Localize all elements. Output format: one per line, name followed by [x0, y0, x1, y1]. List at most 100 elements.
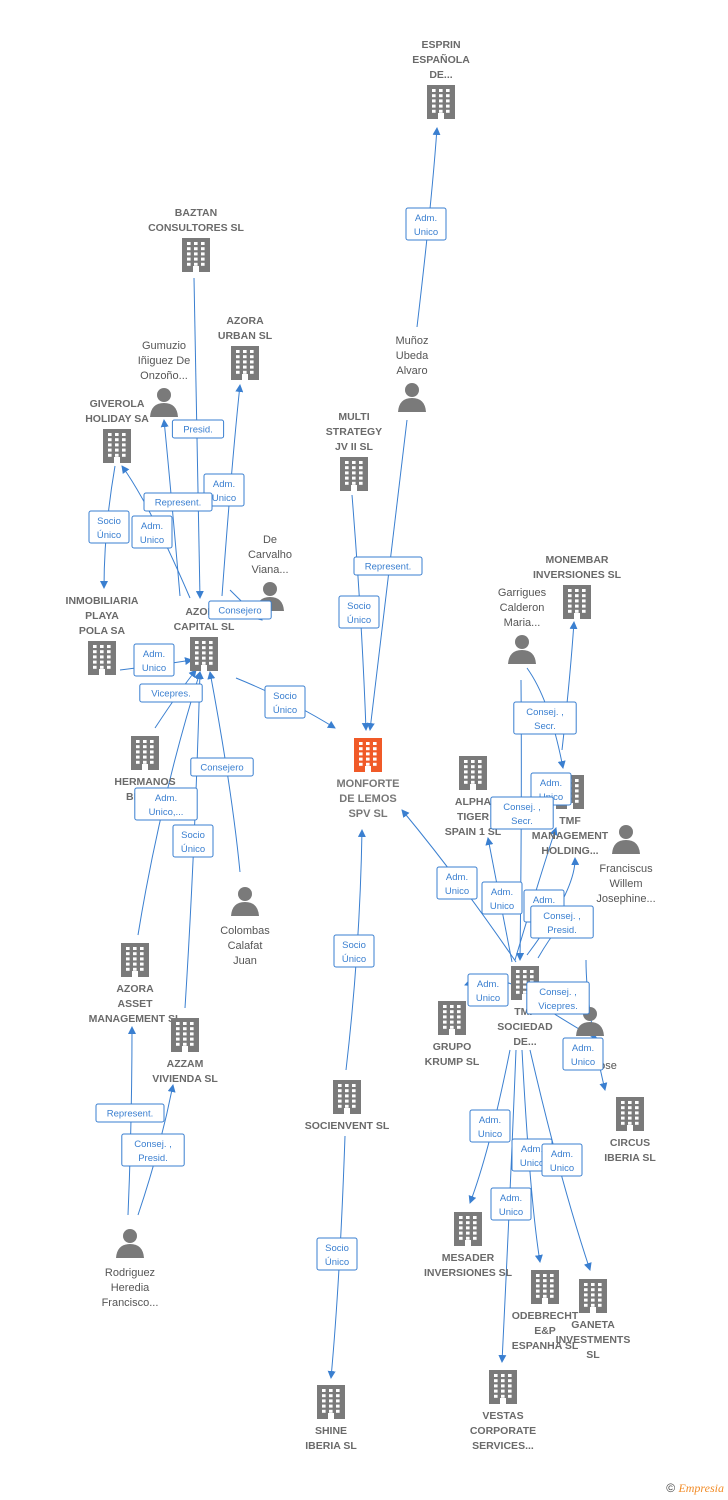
badge-label: Secr. — [534, 721, 556, 732]
person-node-rodriguez[interactable]: RodriguezHerediaFrancisco... — [102, 1229, 159, 1309]
building-icon — [438, 1001, 466, 1035]
copyright-icon: © — [666, 1481, 676, 1495]
badge-label: Unico — [140, 535, 164, 546]
badge-label: Represent. — [155, 498, 201, 509]
relation-badge[interactable]: Adm.Unico — [436, 866, 478, 900]
node-label: MONEMBAR — [546, 554, 609, 566]
company-node-esprin[interactable]: ESPRINESPAÑOLADE... — [412, 39, 470, 119]
node-label: Alvaro — [396, 365, 427, 377]
relation-badge[interactable]: Consej. ,Presid. — [121, 1133, 185, 1167]
badge-label: Adm. — [500, 1193, 522, 1204]
relation-badge[interactable]: Represent. — [143, 492, 213, 512]
relation-badge[interactable]: Adm.Unico — [541, 1143, 583, 1177]
badge-label: Represent. — [107, 1109, 153, 1120]
node-label: DE LEMOS — [339, 793, 396, 805]
relation-badge[interactable]: Consej. ,Presid. — [530, 905, 594, 939]
relation-badge[interactable]: Adm.Unico — [469, 1109, 511, 1143]
relation-badge[interactable]: Consej. ,Vicepres. — [526, 981, 590, 1015]
relation-badge[interactable]: Adm.Unico — [133, 643, 175, 677]
relation-edge — [207, 671, 241, 873]
badge-label: Adm. — [572, 1043, 594, 1054]
node-label: Calderon — [500, 602, 545, 614]
badge-label: Consejero — [200, 763, 243, 774]
relation-badge[interactable]: Consejero — [190, 757, 254, 777]
badge-label: Único — [347, 615, 371, 626]
relation-badge[interactable]: Adm.Unico — [131, 515, 173, 549]
node-label: CONSULTORES SL — [148, 222, 244, 234]
node-label: E&P — [534, 1325, 556, 1337]
node-label: Francisco... — [102, 1297, 159, 1309]
node-label: Josephine... — [596, 893, 655, 905]
node-label: INMOBILIARIA — [66, 595, 139, 607]
person-node-decarvalho[interactable]: DeCarvalhoViana... — [248, 534, 292, 611]
building-icon — [489, 1370, 517, 1404]
badge-label: Adm. — [415, 213, 437, 224]
node-label: INVERSIONES SL — [424, 1267, 513, 1279]
relation-badge[interactable]: Adm.Unico — [203, 473, 245, 507]
badge-label: Unico — [550, 1163, 574, 1174]
company-node-monembar[interactable]: MONEMBAR INVERSIONES SL — [533, 554, 622, 619]
relation-badge[interactable]: Represent. — [353, 556, 423, 576]
node-label: Gumuzio — [142, 340, 186, 352]
node-label: MULTI — [338, 411, 369, 423]
relation-badge[interactable]: Adm.Unico — [405, 207, 447, 241]
company-node-socienvent[interactable]: SOCIENVENT SL — [305, 1080, 390, 1132]
building-icon — [231, 346, 259, 380]
node-label: Onzoño... — [140, 370, 188, 382]
person-node-franciscus[interactable]: FranciscusWillemJosephine... — [596, 825, 656, 905]
relation-badge[interactable]: Vicepres. — [139, 683, 203, 703]
relation-badge[interactable]: Consej. , Secr. — [513, 701, 577, 735]
footer-brand[interactable]: © Empresia — [666, 1481, 724, 1496]
person-icon — [398, 383, 426, 412]
relation-badge[interactable]: Adm.Unico — [481, 881, 523, 915]
node-label: SOCIEDAD — [497, 1021, 553, 1033]
relation-badge[interactable]: Adm.Unico — [467, 973, 509, 1007]
relation-badge[interactable]: Adm.Unico — [490, 1187, 532, 1221]
company-node-vestas[interactable]: VESTASCORPORATESERVICES... — [470, 1370, 536, 1452]
node-label: MANAGEMENT SL — [89, 1013, 182, 1025]
node-label: GRUPO — [433, 1041, 472, 1053]
node-label: De — [263, 534, 277, 546]
badge-label: Socio — [97, 516, 121, 527]
node-label: TMF — [559, 815, 581, 827]
node-label: Willem — [610, 878, 643, 890]
node-label: SHINE — [315, 1425, 347, 1437]
node-label: INVERSIONES SL — [533, 569, 622, 581]
relation-badge[interactable]: Presid. — [171, 419, 225, 439]
relation-badge[interactable]: Consej. ,Secr. — [490, 796, 554, 830]
relation-badge[interactable]: Consejero — [208, 600, 272, 620]
badge-label: Consej. , — [526, 707, 564, 718]
relation-badge[interactable]: Adm.Unico — [562, 1037, 604, 1071]
node-label: CAPITAL SL — [174, 621, 235, 633]
node-label: SOCIENVENT SL — [305, 1120, 390, 1132]
person-node-garrigues[interactable]: GarriguesCalderonMaria... — [498, 587, 547, 664]
relation-badge[interactable]: Adm.Unico,... — [134, 787, 198, 821]
badge-label: Adm. — [213, 479, 235, 490]
relation-badge[interactable]: Represent. — [95, 1103, 165, 1123]
badge-label: Adm. — [521, 1144, 543, 1155]
